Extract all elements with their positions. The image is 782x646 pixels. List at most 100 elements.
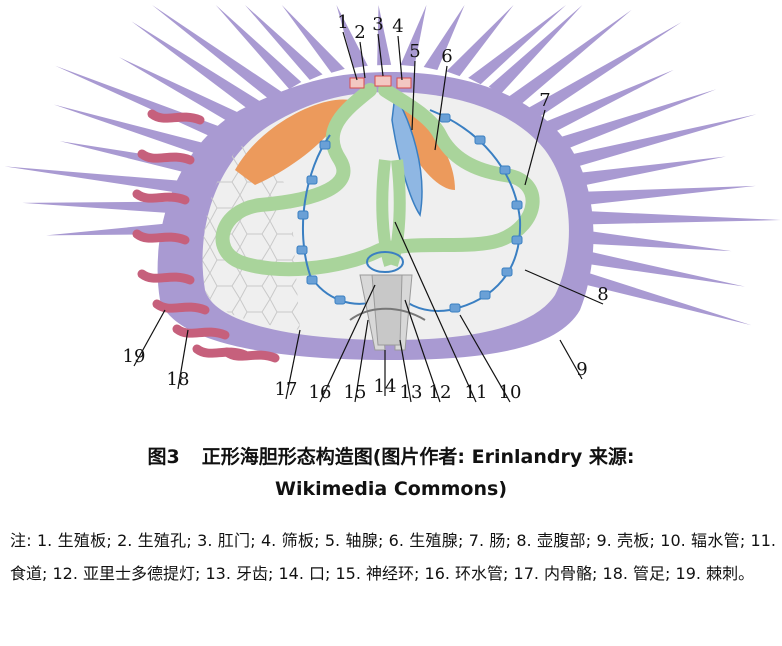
leader-line-17 [285,329,301,400]
leader-line-3 [377,33,384,77]
spine [377,5,392,66]
spine [468,5,567,85]
spine [574,229,732,252]
tube-foot [137,269,195,285]
spine [53,104,222,161]
ampulla [334,295,346,305]
ampulla [306,275,318,285]
spine [446,5,514,77]
leader-line-1 [342,31,358,81]
leader-line-7 [524,109,546,186]
leader-line-18 [177,329,189,390]
label-13: 13 [400,382,423,403]
ampulla [479,290,491,300]
label-3: 3 [372,14,383,35]
ampulla [511,200,523,210]
caption-text: 正形海胆形态构造图(图片作者: Erinlandry 来源: [201,446,635,468]
ampulla [306,175,318,185]
leader-line-4 [397,35,403,81]
label-7: 7 [539,90,550,111]
leader-line-12 [404,299,441,403]
ampulla [474,135,486,145]
spine [4,166,207,197]
ampullae [296,113,523,313]
leader-line-6 [434,65,448,151]
spine [22,201,203,216]
ampulla [297,210,309,220]
label-14: 14 [374,376,397,397]
spine [575,185,756,206]
tube-foot [152,299,210,315]
leader-line-16 [319,284,376,403]
aristotles-lantern [359,274,413,351]
ampulla [296,245,308,255]
ampulla [499,165,511,175]
spines [4,5,781,326]
gonad-right [395,100,455,190]
spine [577,210,781,225]
spine [540,69,674,136]
ampulla [501,267,513,277]
esophagus [376,159,406,267]
spine [400,5,427,67]
spine [423,5,465,71]
leader-line-13 [399,339,412,403]
leader-line-8 [524,269,604,305]
tube-foot [222,347,280,363]
label-15: 15 [344,382,367,403]
spine [488,5,583,95]
endoskeleton-plates [202,140,300,330]
spine [570,156,726,188]
label-19: 19 [123,346,146,367]
label-10: 10 [499,382,522,403]
leader-line-2 [359,41,366,79]
label-2: 2 [354,22,365,43]
spine [569,247,745,287]
label-9: 9 [576,359,587,380]
spine [215,5,302,90]
spine [245,5,323,80]
tube-feet [132,109,280,363]
spine [525,22,682,121]
figure-notes: 注: 1. 生殖板; 2. 生殖孔; 3. 肛门; 4. 筛板; 5. 轴腺; … [10,531,776,583]
gonad-left [235,99,350,185]
leader-line-11 [394,221,477,403]
figure-number: 图3 [147,446,180,468]
leader-line-15 [354,319,369,403]
spine [560,265,752,326]
ampulla [319,140,331,150]
tube-foot [137,149,195,165]
leader-line-10 [459,314,511,403]
nerve-ring [349,307,426,321]
tube-foot [172,324,230,340]
spine [281,5,345,73]
caption-line-1: 图3 正形海胆形态构造图(图片作者: Erinlandry 来源: [0,441,782,473]
leader-lines [133,31,604,403]
axial-gland [391,92,423,217]
leader-line-9 [559,339,583,380]
spine [553,89,717,152]
label-17: 17 [275,379,298,400]
spine [336,5,368,68]
label-4: 4 [392,16,403,37]
label-8: 8 [597,284,608,305]
label-5: 5 [409,41,420,62]
spine [507,9,632,107]
spine [55,65,234,144]
ampulla [439,113,451,123]
ampulla [449,303,461,313]
spine [563,114,757,170]
label-12: 12 [429,382,452,403]
tube-foot [132,229,190,245]
spine [131,21,264,114]
tube-foot [147,109,205,125]
intestine [215,83,540,277]
ampulla [511,235,523,245]
spine [152,5,282,101]
leader-line-19 [133,309,166,367]
spine [119,57,248,128]
label-18: 18 [167,369,190,390]
